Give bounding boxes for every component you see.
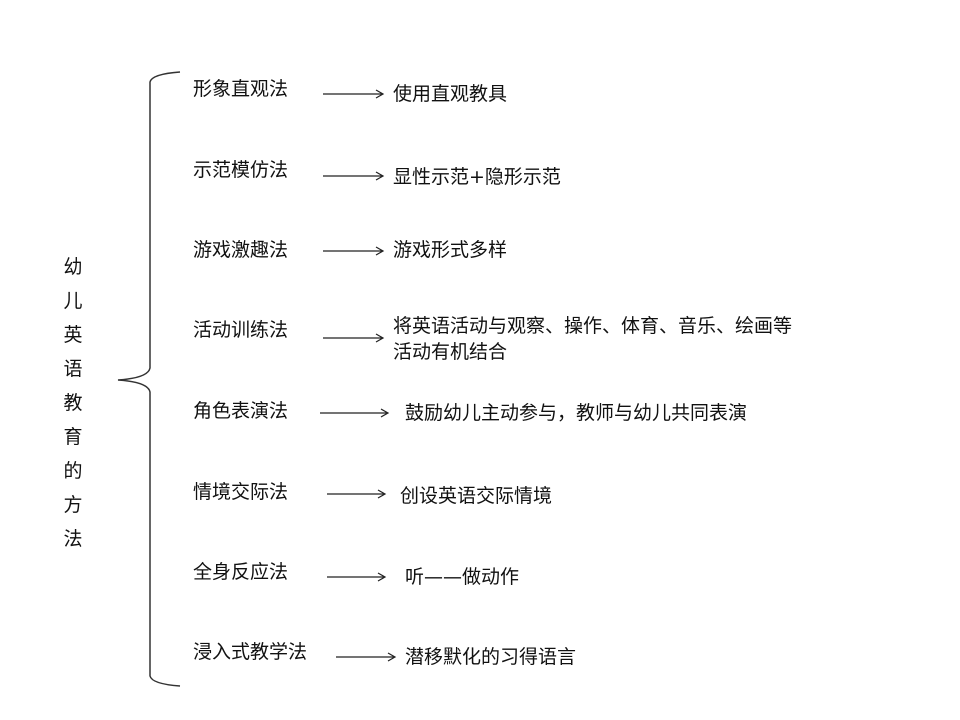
result-label: 显性示范+隐形示范 [393, 166, 561, 188]
result-label: 使用直观教具 [393, 83, 508, 105]
arrow [323, 246, 385, 256]
arrow [336, 652, 397, 662]
result-label-line2: 活动有机结合 [393, 341, 508, 363]
method-label: 示范模仿法 [193, 159, 289, 181]
arrow [320, 408, 390, 418]
method-label: 形象直观法 [193, 78, 289, 100]
diagram-title: 幼儿英语教育的方法 [63, 256, 83, 550]
method-label: 浸入式教学法 [193, 641, 308, 663]
method-label: 角色表演法 [193, 400, 289, 422]
method-label: 情境交际法 [193, 481, 289, 503]
result-label: 潜移默化的习得语言 [405, 646, 577, 668]
result-label: 创设英语交际情境 [400, 485, 553, 507]
result-label: 听——做动作 [405, 566, 520, 588]
result-label: 鼓励幼儿主动参与，教师与幼儿共同表演 [405, 402, 748, 424]
arrow [323, 89, 385, 99]
arrow [327, 572, 387, 582]
arrow [323, 171, 385, 181]
result-label: 将英语活动与观察、操作、体育、音乐、绘画等 [393, 315, 793, 337]
left-brace [117, 71, 181, 687]
arrow [327, 489, 387, 499]
method-label: 活动训练法 [193, 319, 289, 341]
method-label: 游戏激趣法 [193, 239, 289, 261]
arrow [323, 333, 385, 343]
result-label: 游戏形式多样 [393, 239, 508, 261]
method-label: 全身反应法 [193, 561, 289, 583]
